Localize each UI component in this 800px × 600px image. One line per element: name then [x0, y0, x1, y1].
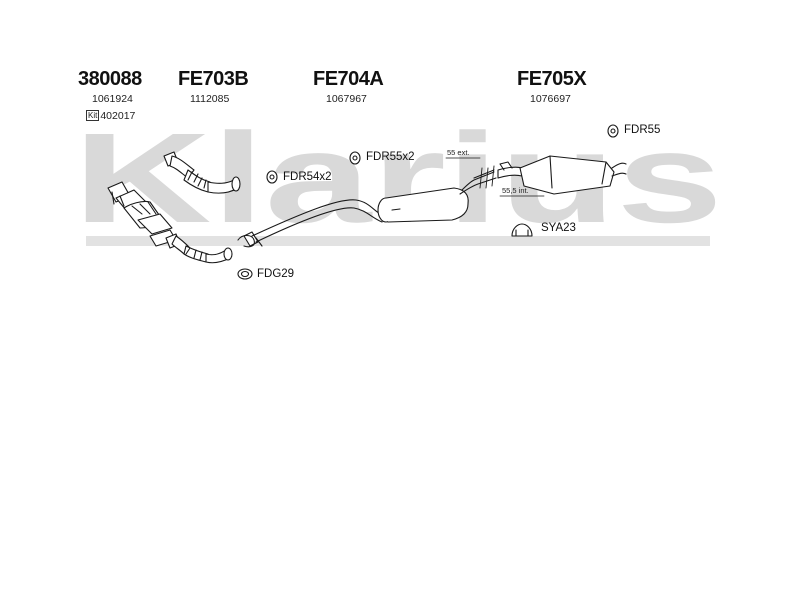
part-ref-1076697: 1076697 [530, 93, 571, 105]
centre-silencer-part [237, 169, 497, 248]
fdr55x2-rubber-icon [349, 151, 361, 165]
fdr55-rubber-icon [607, 124, 619, 138]
dimension-int-label: 55,5 int. [502, 186, 529, 195]
part-code-380088: 380088 [78, 68, 142, 90]
kit-ref: 402017 [100, 110, 136, 122]
kit-badge: Kit [86, 110, 100, 121]
fdg29-label: FDG29 [257, 268, 295, 280]
fdr54x2-label: FDR54x2 [283, 171, 332, 183]
part-code-fe703b: FE703B [178, 68, 249, 90]
fdr54x2-rubber-icon [266, 170, 278, 184]
catalytic-converter-part [107, 181, 177, 247]
fdr55x2-label: FDR55x2 [366, 151, 415, 163]
dimension-ext-label: 55 ext. [447, 148, 470, 157]
sya23-label: SYA23 [541, 222, 576, 234]
rear-silencer-part [497, 155, 627, 195]
part-code-fe705x: FE705X [517, 68, 587, 90]
part-ref-1112085: 1112085 [190, 93, 230, 105]
part-ref-1067967: 1067967 [326, 93, 367, 105]
part-ref-1061924: 1061924 [92, 93, 133, 105]
downpipe-part [165, 233, 233, 264]
fdg29-gasket-icon [237, 268, 253, 280]
watermark-bar [86, 236, 710, 246]
front-pipe-part [163, 151, 241, 194]
fdr55-label: FDR55 [624, 124, 661, 136]
sya23-clamp-icon [511, 223, 533, 237]
part-code-fe704a: FE704A [313, 68, 384, 90]
